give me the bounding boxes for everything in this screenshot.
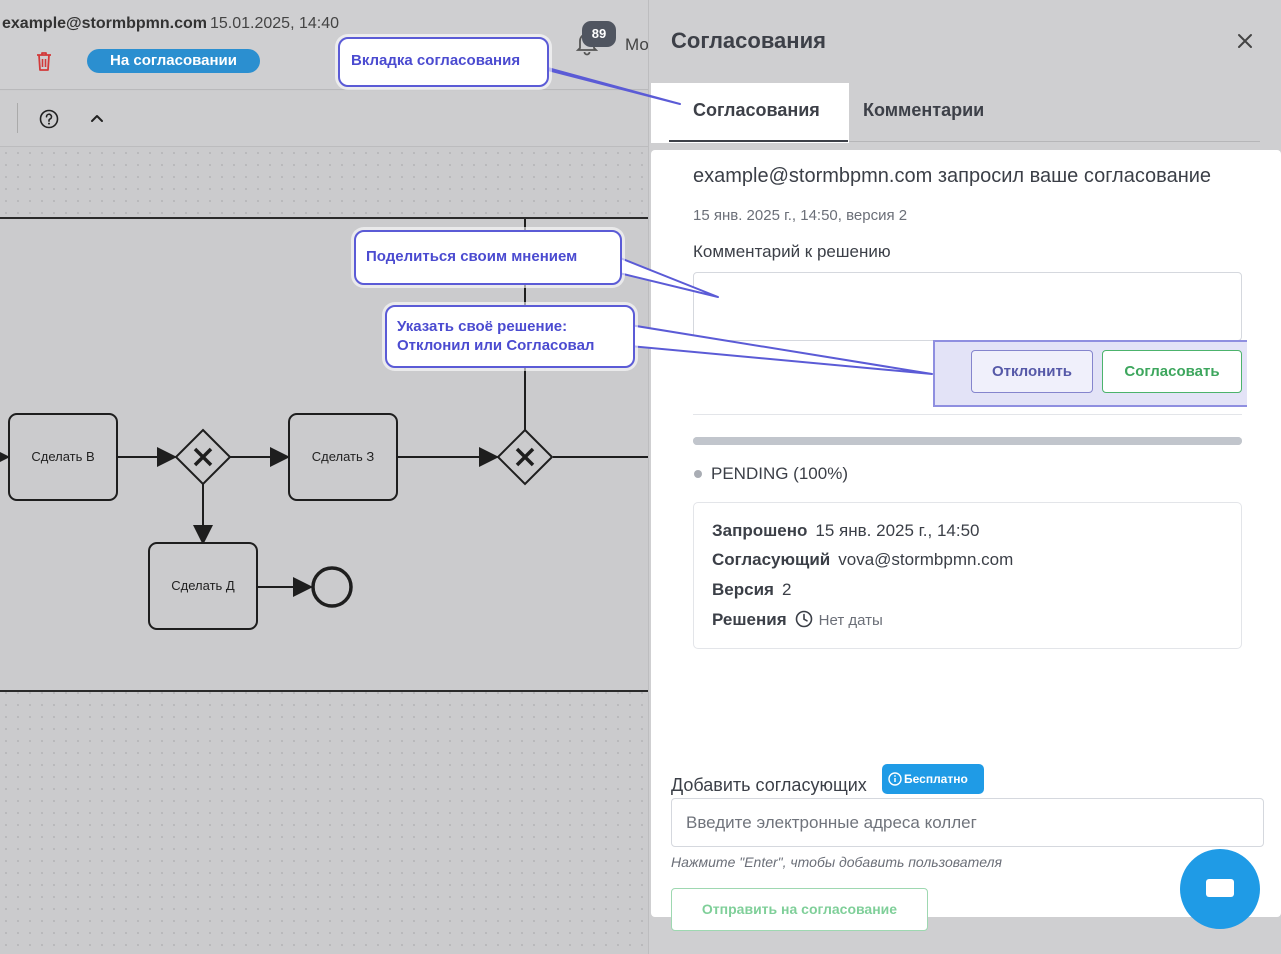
owner-email: example@stormbpmn.com xyxy=(2,15,207,32)
detail-value: 15 янв. 2025 г., 14:50 xyxy=(815,521,980,540)
status-badge: На согласовании xyxy=(87,49,260,73)
exclusive-gateway[interactable] xyxy=(174,428,232,486)
reject-button[interactable]: Отклонить xyxy=(971,350,1093,393)
bpmn-diagram: Сделать В Сделать З Сделать Д xyxy=(0,219,648,630)
approve-button[interactable]: Согласовать xyxy=(1102,350,1242,393)
send-for-approval-button[interactable]: Отправить на согласование xyxy=(671,888,928,931)
approval-details: Запрошено 15 янв. 2025 г., 14:50 Согласую… xyxy=(693,502,1242,649)
exclusive-gateway[interactable] xyxy=(496,428,554,486)
status-dot xyxy=(694,470,702,478)
approvals-panel: Согласования Согласования Комментарии ex… xyxy=(648,0,1281,954)
detail-version: Версия 2 xyxy=(712,580,791,600)
editor-toolbar xyxy=(0,91,648,147)
callout-line: Отклонил или Согласовал xyxy=(397,337,595,354)
toolbar-divider xyxy=(17,103,18,133)
input-hint: Нажмите "Enter", чтобы добавить пользова… xyxy=(671,854,1002,870)
callout-line: Указать своё решение: xyxy=(397,318,568,335)
detail-label: Решения xyxy=(712,610,787,629)
user-menu[interactable]: Мо xyxy=(625,35,648,54)
bpmn-task[interactable] xyxy=(148,542,258,630)
detail-label: Запрошено xyxy=(712,521,808,540)
task-label: Сделать В xyxy=(31,449,94,464)
tab-approvals[interactable]: Согласования xyxy=(651,83,849,143)
tabs-divider xyxy=(669,141,1260,142)
tab-comments[interactable]: Комментарии xyxy=(863,100,985,120)
end-event[interactable] xyxy=(311,566,353,608)
detail-value: 2 xyxy=(781,580,792,599)
approver-emails-input[interactable] xyxy=(671,798,1264,847)
bpmn-task[interactable] xyxy=(288,413,398,501)
decision-comment-field[interactable] xyxy=(693,272,1242,341)
approval-status: PENDING (100%) xyxy=(711,464,848,483)
detail-requested: Запрошено 15 янв. 2025 г., 14:50 xyxy=(712,521,980,541)
bpmn-pool: Сделать В Сделать З Сделать Д xyxy=(0,217,648,692)
approval-request-card: example@stormbpmn.com запросил ваше согл… xyxy=(651,150,1281,931)
task-label: Сделать Д xyxy=(171,578,235,593)
add-approvers-label: Добавить согласующих xyxy=(671,775,867,795)
detail-decisions: Решения Нет даты xyxy=(712,610,883,630)
comment-label: Комментарий к решению xyxy=(693,242,891,261)
help-icon[interactable] xyxy=(39,109,59,129)
chat-icon xyxy=(1206,879,1234,897)
request-title: example@stormbpmn.com запросил ваше согл… xyxy=(693,165,1212,187)
info-icon xyxy=(888,772,902,786)
progress-fill xyxy=(693,437,1242,445)
editor-header: example@stormbpmn.com 15.01.2025, 14:40 … xyxy=(0,0,648,90)
notifications-count-badge: 89 xyxy=(582,21,616,47)
divider xyxy=(693,414,1242,415)
callout-decision: Указать своё решение: Отклонил или Согла… xyxy=(385,305,635,368)
detail-label: Версия xyxy=(712,580,774,599)
request-meta: 15 янв. 2025 г., 14:50, версия 2 xyxy=(693,207,908,224)
panel-title: Согласования xyxy=(671,28,826,53)
detail-approver: Согласующий vova@stormbpmn.com xyxy=(712,550,1013,570)
free-badge[interactable]: Бесплатно xyxy=(882,764,984,794)
document-date: 15.01.2025, 14:40 xyxy=(210,15,340,32)
chat-button[interactable] xyxy=(1180,849,1260,929)
detail-value: Нет даты xyxy=(818,612,883,629)
approval-progress-bar xyxy=(693,437,1242,445)
free-badge-label: Бесплатно xyxy=(904,772,968,786)
trash-icon[interactable] xyxy=(34,50,54,72)
clock-icon xyxy=(795,610,812,628)
chevron-up-icon[interactable] xyxy=(89,111,105,125)
bpmn-task[interactable] xyxy=(8,413,118,501)
close-icon[interactable] xyxy=(1236,32,1254,50)
task-label: Сделать З xyxy=(312,449,375,464)
diagram-editor: example@stormbpmn.com 15.01.2025, 14:40 … xyxy=(0,0,648,954)
active-tab-indicator xyxy=(669,140,848,142)
callout-approvals-tab: Вкладка согласования xyxy=(338,37,549,87)
detail-label: Согласующий xyxy=(712,550,831,569)
callout-share-opinion: Поделиться своим мнением xyxy=(354,230,622,285)
detail-value: vova@stormbpmn.com xyxy=(838,550,1014,569)
